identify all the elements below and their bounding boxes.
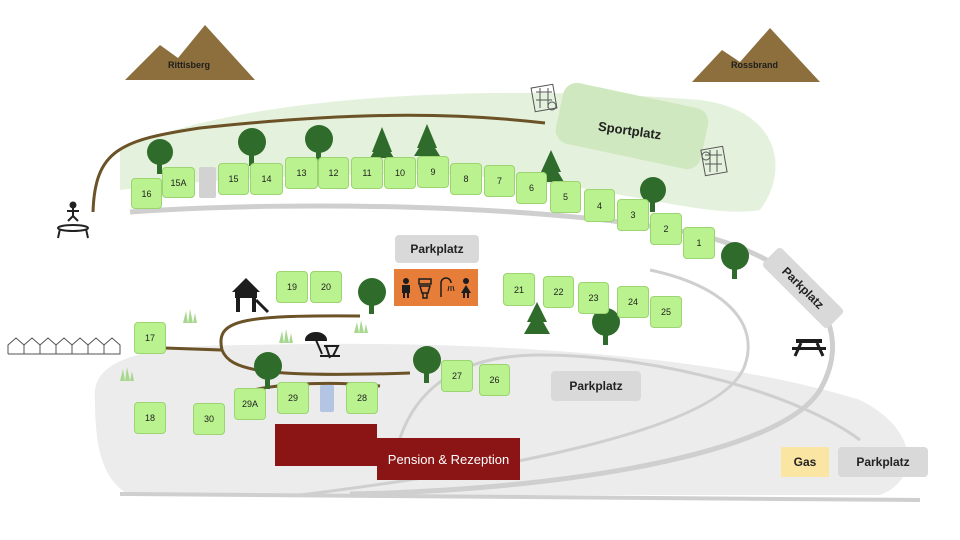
- pitch-1[interactable]: 1: [683, 227, 715, 259]
- pension-reception-building[interactable]: Pension & Rezeption: [377, 438, 520, 480]
- playground-icon: [232, 278, 270, 314]
- pitch-29[interactable]: 29: [277, 382, 309, 414]
- tree-icon: [640, 177, 666, 212]
- pitch-30[interactable]: 30: [193, 403, 225, 435]
- goal-icon: [700, 145, 728, 177]
- pitch-5[interactable]: 5: [550, 181, 581, 213]
- marker-blue: [320, 385, 334, 412]
- mountain-rittisberg-icon: [125, 25, 255, 80]
- tree-icon: [413, 346, 441, 383]
- pitch-20[interactable]: 20: [310, 271, 342, 303]
- pitch-6[interactable]: 6: [516, 172, 547, 204]
- pitch-10[interactable]: 10: [384, 157, 416, 189]
- grass-icon: [120, 309, 368, 381]
- pitch-16[interactable]: 16: [131, 178, 162, 209]
- mountain-label-rossbrand: Rossbrand: [731, 60, 779, 70]
- pitch-4[interactable]: 4: [584, 189, 615, 222]
- tree-icons: [147, 124, 749, 389]
- pitch-7[interactable]: 7: [484, 165, 515, 197]
- parking-label-center[interactable]: Parkplatz: [395, 235, 479, 263]
- footpath-middle: [164, 314, 361, 352]
- pitch-22[interactable]: 22: [543, 276, 574, 308]
- pitch-2[interactable]: 2: [650, 213, 682, 245]
- trampoline-icon: [57, 201, 89, 239]
- tree-icon: [592, 308, 620, 345]
- tree-icon: [238, 128, 266, 166]
- tree-icon: [358, 278, 386, 314]
- toilet-man-icon: [402, 277, 411, 298]
- mountain-label-rittisberg: Rittisberg: [168, 60, 211, 70]
- pitch-18[interactable]: 18: [134, 402, 166, 434]
- pitch-3[interactable]: 3: [617, 199, 649, 231]
- goal-icon: [530, 83, 558, 113]
- pitch-24[interactable]: 24: [617, 286, 649, 318]
- toilet-woman-icon: [460, 277, 471, 298]
- pitch-25[interactable]: 25: [650, 296, 682, 328]
- pitch-14[interactable]: 14: [250, 163, 283, 195]
- pitch-9[interactable]: 9: [417, 156, 449, 188]
- bottom-road: [119, 492, 921, 502]
- shower-icon: [440, 276, 455, 297]
- marker-grey: [199, 167, 216, 198]
- conifer-icon: [524, 302, 550, 334]
- sanitary-building[interactable]: [394, 269, 478, 306]
- pitch-21[interactable]: 21: [503, 273, 535, 306]
- tree-icon: [254, 352, 282, 389]
- deckchair-icon: [304, 332, 340, 359]
- pitch-15[interactable]: 15: [218, 163, 249, 195]
- pitch-15a[interactable]: 15A: [162, 167, 195, 198]
- pitch-26[interactable]: 26: [479, 364, 510, 396]
- tree-icon: [147, 139, 173, 174]
- lower-road: [398, 353, 861, 442]
- pitch-12[interactable]: 12: [318, 157, 349, 189]
- pitch-8[interactable]: 8: [450, 163, 482, 195]
- pitch-19[interactable]: 19: [276, 271, 308, 303]
- tree-icon: [305, 125, 333, 162]
- sportplatz-field: [555, 82, 709, 170]
- mountain-rossbrand-icon: [692, 28, 820, 82]
- pitch-29a[interactable]: 29A: [234, 388, 266, 420]
- pitch-11[interactable]: 11: [351, 157, 383, 189]
- pitch-27[interactable]: 27: [441, 360, 473, 392]
- toilet-icon: [418, 277, 432, 299]
- picnic-table-icon: [792, 339, 826, 357]
- parking-label-lower[interactable]: Parkplatz: [551, 371, 641, 401]
- gas-label[interactable]: Gas: [781, 447, 829, 477]
- pitch-13[interactable]: 13: [285, 157, 318, 189]
- pension-building-wing: [275, 424, 377, 466]
- conifer-icon: [414, 124, 440, 156]
- tree-icon: [721, 242, 749, 279]
- pitch-17[interactable]: 17: [134, 322, 166, 354]
- footpath-top: [91, 113, 546, 213]
- conifer-icon: [370, 127, 394, 158]
- pitch-23[interactable]: 23: [578, 282, 609, 314]
- pitch-28[interactable]: 28: [346, 382, 378, 414]
- parking-label-bottom-right[interactable]: Parkplatz: [838, 447, 928, 477]
- bungalow-icon: [7, 337, 121, 355]
